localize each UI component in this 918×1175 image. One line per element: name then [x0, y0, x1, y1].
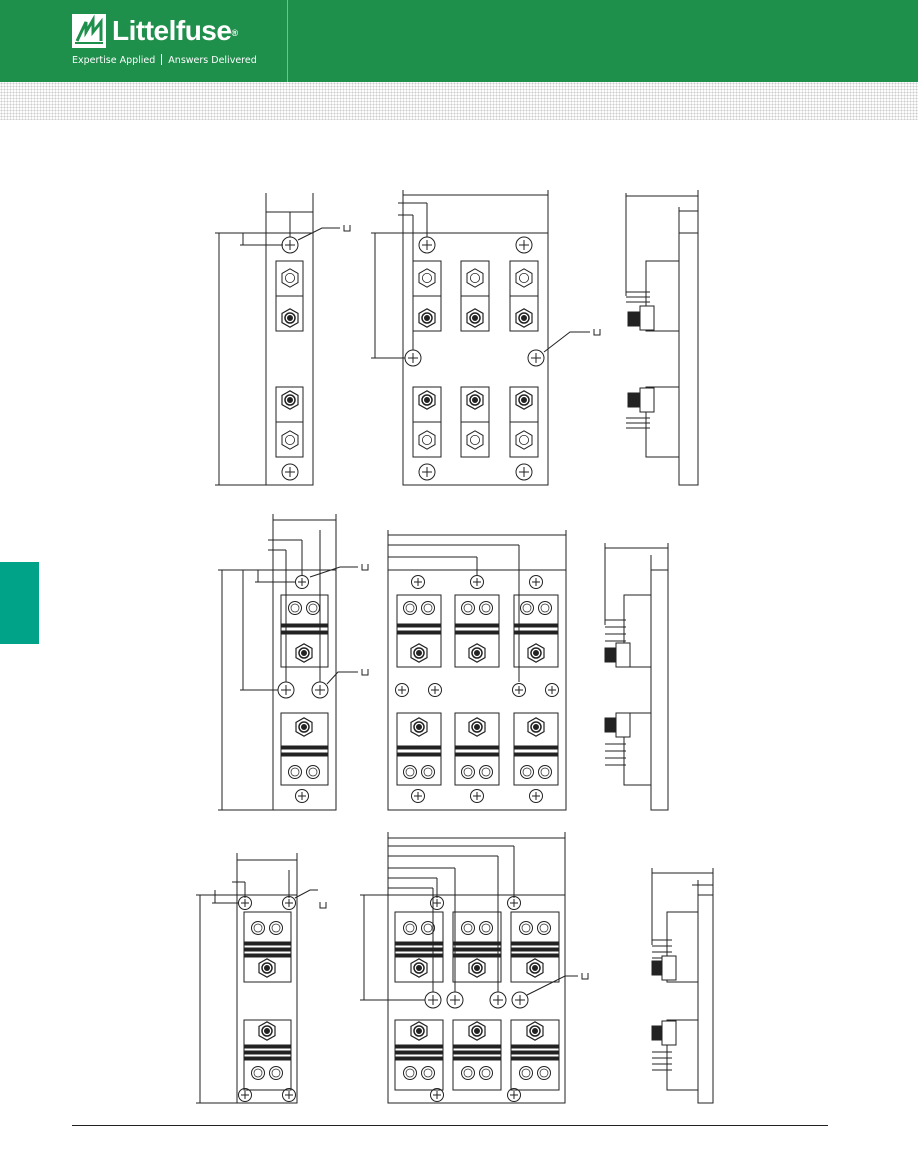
littelfuse-logo-icon: [72, 14, 106, 48]
tagline-left: Expertise Applied: [72, 55, 156, 66]
header-dot-pattern: [0, 82, 918, 120]
header-divider: [287, 0, 288, 82]
drawing-row-2: [218, 514, 669, 811]
drawing-row-1: [215, 190, 699, 486]
page-header: Littelfuse® Expertise Applied Answers Del…: [0, 0, 918, 82]
tagline-right: Answers Delivered: [168, 55, 257, 66]
brand-tagline: Expertise Applied Answers Delivered: [72, 54, 257, 67]
section-side-tab: [0, 562, 39, 644]
footer-rule: [72, 1125, 828, 1126]
brand-name: Littelfuse®: [112, 15, 238, 46]
tagline-separator: [161, 54, 163, 65]
drawing-row-3: [196, 832, 714, 1104]
